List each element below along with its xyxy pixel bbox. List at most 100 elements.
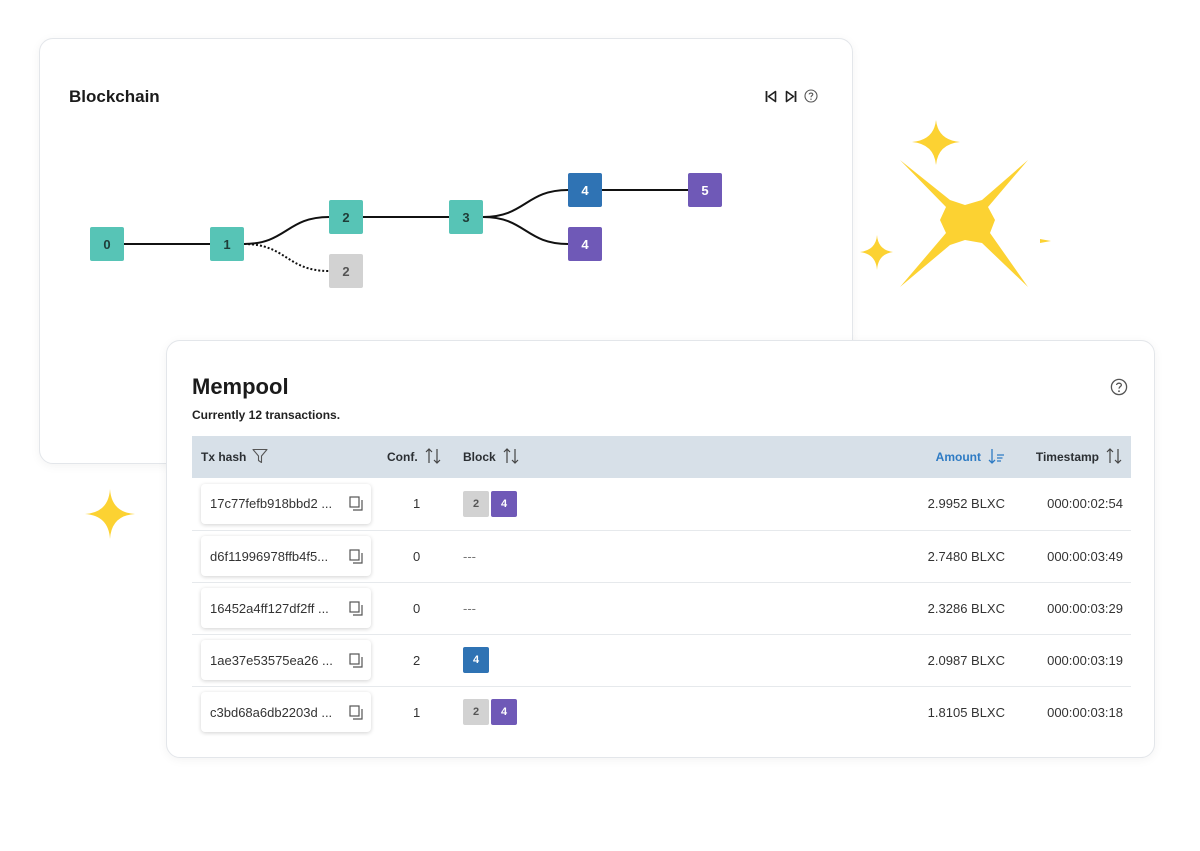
block-node-label: 2 — [342, 210, 349, 225]
timestamp-cell: 000:00:03:49 — [1047, 548, 1123, 564]
tx-hash-text: c3bd68a6db2203d ... — [210, 704, 333, 720]
chain-link — [243, 216, 330, 245]
table-header-row: Tx hash Conf. Block Amount Timestamp — [192, 436, 1131, 478]
mempool-table: Tx hash Conf. Block Amount Timestamp — [192, 436, 1131, 738]
copy-icon[interactable] — [349, 652, 363, 668]
block-node-rect — [329, 200, 363, 234]
tx-hash-chip[interactable]: c3bd68a6db2203d ... — [201, 692, 371, 733]
sparkle-small-icon — [85, 489, 135, 539]
copy-icon[interactable] — [349, 496, 363, 511]
column-label: Block — [463, 450, 496, 464]
timestamp-cell: 000:00:03:29 — [1047, 600, 1123, 616]
column-header-tx-hash: Tx hash — [192, 436, 387, 478]
mempool-subtitle: Currently 12 transactions. — [192, 408, 341, 422]
no-block-text: --- — [463, 600, 476, 616]
amount-cell: 2.9952 BLXC — [927, 496, 1005, 512]
block-node-rect — [210, 227, 244, 261]
tx-hash-text: 16452a4ff127df2ff ... — [210, 600, 329, 616]
block-node-rect — [329, 254, 363, 288]
block-node-rect — [568, 173, 602, 207]
help-icon[interactable] — [804, 88, 818, 104]
column-label: Tx hash — [201, 450, 247, 464]
chain-link — [243, 243, 330, 272]
block-node[interactable]: 4 — [568, 227, 602, 261]
table-row[interactable]: 16452a4ff127df2ff ... 0 --- 2.3286 BLXC 000:… — [192, 582, 1131, 634]
confirmations-cell: 2 — [413, 652, 421, 668]
block-node-rect — [568, 227, 602, 261]
timestamp-cell: 000:00:02:54 — [1047, 496, 1123, 512]
copy-icon[interactable] — [349, 548, 363, 564]
block-node[interactable]: 3 — [449, 200, 483, 234]
tx-hash-chip[interactable]: 16452a4ff127df2ff ... — [201, 588, 371, 628]
amount-cell: 2.7480 BLXC — [927, 548, 1005, 564]
block-badge[interactable]: 4 — [463, 647, 489, 673]
copy-icon[interactable] — [349, 705, 363, 720]
skip-back-icon[interactable] — [764, 88, 778, 104]
sort-icon[interactable] — [424, 447, 442, 467]
amount-cell: 1.8105 BLXC — [927, 704, 1005, 720]
mempool-title: Mempool — [192, 374, 289, 399]
block-node[interactable]: 5 — [688, 173, 722, 207]
confirmations-cell: 1 — [413, 704, 421, 720]
sort-icon[interactable] — [502, 447, 520, 467]
column-header-conf[interactable]: Conf. — [387, 436, 463, 478]
confirmations-cell: 1 — [413, 496, 421, 512]
block-node-label: 4 — [581, 237, 589, 252]
block-cell: --- — [463, 530, 703, 582]
chain-link — [482, 216, 569, 245]
blockchain-controls — [764, 88, 818, 104]
tx-hash-cell: 16452a4ff127df2ff ... — [192, 582, 387, 634]
column-header-amount[interactable]: Amount — [703, 436, 1015, 478]
confirmations-cell: 0 — [413, 600, 421, 616]
chain-link — [482, 189, 569, 218]
block-node-label: 3 — [462, 210, 469, 225]
block-badge[interactable]: 2 — [463, 699, 489, 726]
block-badge[interactable]: 4 — [491, 699, 517, 726]
block-cell: --- — [463, 582, 703, 634]
tx-hash-chip[interactable]: 1ae37e53575ea26 ... — [201, 640, 371, 680]
sort-descending-icon[interactable] — [987, 448, 1005, 467]
tx-hash-chip[interactable]: 17c77fefb918bbd2 ... — [201, 483, 371, 524]
block-node-rect — [688, 173, 722, 207]
block-cell: 4 — [463, 634, 703, 686]
block-node[interactable]: 4 — [568, 173, 602, 207]
blockchain-graph: 0 1 2 2 3 4 4 5 — [90, 173, 722, 288]
block-node-label: 1 — [223, 237, 230, 252]
block-node-label: 4 — [581, 183, 589, 198]
tx-hash-cell: 1ae37e53575ea26 ... — [192, 634, 387, 686]
tx-hash-cell: d6f11996978ffb4f5... — [192, 530, 387, 582]
column-label: Conf. — [387, 450, 418, 464]
sort-icon[interactable] — [1105, 447, 1123, 467]
block-node-label: 5 — [701, 183, 708, 198]
block-badge[interactable]: 4 — [491, 490, 517, 517]
block-node-label: 0 — [103, 237, 110, 252]
no-block-text: --- — [463, 548, 476, 564]
column-header-timestamp[interactable]: Timestamp — [1015, 436, 1131, 478]
tx-hash-cell: 17c77fefb918bbd2 ... — [192, 478, 387, 530]
copy-icon[interactable] — [349, 600, 363, 616]
amount-cell: 2.3286 BLXC — [927, 600, 1005, 616]
column-header-block[interactable]: Block — [463, 436, 703, 478]
block-node[interactable]: 2 — [329, 200, 363, 234]
tx-hash-cell: c3bd68a6db2203d ... — [192, 686, 387, 738]
filter-icon[interactable] — [252, 448, 268, 467]
tx-hash-chip[interactable]: d6f11996978ffb4f5... — [201, 536, 371, 576]
block-node[interactable]: 2 — [329, 254, 363, 288]
block-badge[interactable]: 2 — [463, 490, 489, 517]
block-node-label: 2 — [342, 264, 349, 279]
skip-forward-icon[interactable] — [784, 88, 798, 104]
table-row[interactable]: d6f11996978ffb4f5... 0 --- 2.7480 BLXC 000:0… — [192, 530, 1131, 582]
confirmations-cell: 0 — [413, 548, 421, 564]
tx-hash-text: 1ae37e53575ea26 ... — [210, 652, 333, 668]
help-icon[interactable] — [1110, 378, 1128, 401]
block-node[interactable]: 1 — [210, 227, 244, 261]
blockchain-title: Blockchain — [69, 87, 160, 106]
column-label: Timestamp — [1035, 450, 1099, 464]
block-node[interactable]: 0 — [90, 227, 124, 261]
block-node-rect — [90, 227, 124, 261]
